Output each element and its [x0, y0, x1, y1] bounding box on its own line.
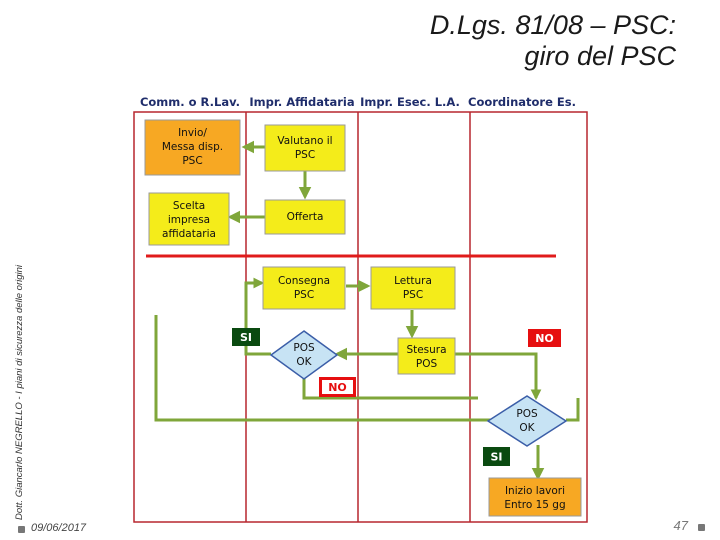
slide-title: D.Lgs. 81/08 – PSC: giro del PSC [430, 10, 676, 72]
tag-no-middle-label: NO [328, 381, 347, 394]
box-valutano-psc [264, 124, 346, 172]
tag-si-bottom [483, 447, 510, 466]
tag-si-bottom-label: SI [490, 451, 502, 464]
tag-no-right [528, 329, 561, 347]
lane-title-impresa-esecutrice: Impr. Esec. L.A. [360, 95, 460, 109]
box-offerta [264, 199, 346, 235]
decision-pos-ok-2-line-2: OK [519, 422, 535, 434]
swimlane-frame [133, 111, 588, 523]
box-valutano-psc-line-1: Valutano il [277, 135, 332, 147]
connector-no-to-pos-ok-2 [454, 352, 542, 401]
footer-date: 09/06/2017 [31, 522, 87, 534]
tag-no-middle-inner [322, 380, 353, 394]
box-stesura-pos-line-1: Stesura [406, 344, 446, 356]
box-scelta-impresa-line-1: Scelta [173, 200, 205, 212]
box-lettura-psc-line-1: Lettura [394, 275, 432, 287]
box-scelta-impresa [148, 192, 230, 246]
connector-loop-back-left [154, 315, 508, 422]
box-valutano-psc-line-2: PSC [295, 149, 315, 161]
box-inizio-lavori-line-2: Entro 15 gg [504, 499, 565, 511]
lane-title-coordinatore: Coordinatore Es. [468, 95, 576, 109]
decision-pos-ok-2-line-1: POS [516, 408, 538, 420]
box-stesura-pos-line-2: POS [416, 358, 438, 370]
box-invio-psc [144, 119, 241, 176]
box-invio-psc-line-3: PSC [182, 155, 202, 167]
decision-pos-ok-1-line-2: OK [296, 356, 312, 368]
tag-si-left-label: SI [240, 331, 252, 344]
footer-bullet-right [698, 524, 705, 531]
box-consegna-psc-line-2: PSC [294, 289, 314, 301]
box-stesura-pos [397, 337, 456, 375]
connector-si-to-consegna [244, 277, 271, 356]
box-lettura-psc [370, 266, 456, 310]
footer-bullet-left [18, 526, 25, 533]
connector-pos-ok-1-no-branch [302, 377, 478, 400]
box-consegna-psc-line-1: Consegna [278, 275, 330, 287]
decision-pos-ok-1 [269, 330, 339, 380]
box-inizio-lavori [488, 477, 582, 517]
decision-pos-ok-1-line-1: POS [293, 342, 315, 354]
box-scelta-impresa-line-3: affidataria [162, 228, 216, 240]
box-inizio-lavori-line-1: Inizio lavori [505, 485, 565, 497]
box-lettura-psc-line-2: PSC [403, 289, 423, 301]
lane-title-committente: Comm. o R.Lav. [140, 95, 240, 109]
box-scelta-impresa-line-2: impresa [168, 214, 210, 226]
decision-pos-ok-2 [486, 395, 568, 447]
tag-no-right-label: NO [535, 332, 554, 345]
tag-si-left [232, 328, 260, 346]
connector-pos-ok-2-loop [566, 398, 580, 422]
slide-title-line-2: giro del PSC [524, 41, 676, 71]
page-number: 47 [673, 518, 688, 533]
box-consegna-psc [262, 266, 346, 310]
lane-title-impresa-affidataria: Impr. Affidataria [249, 95, 354, 109]
box-invio-psc-line-1: Invio/ [178, 127, 207, 139]
slide-title-line-1: D.Lgs. 81/08 – PSC: [429, 10, 676, 40]
box-invio-psc-line-2: Messa disp. [162, 141, 223, 153]
box-offerta-label: Offerta [287, 211, 324, 223]
